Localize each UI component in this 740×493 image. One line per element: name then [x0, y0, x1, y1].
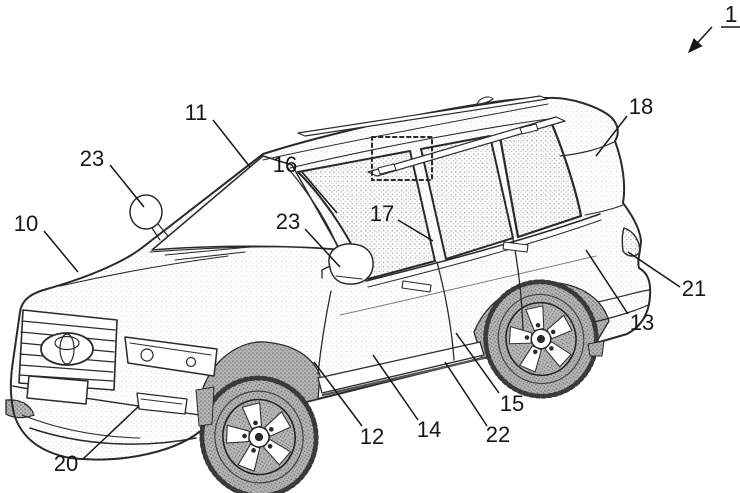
ref-label-10: 10	[14, 211, 38, 236]
headlight	[124, 336, 218, 377]
roofline-inner	[262, 103, 549, 161]
ref-label-20: 20	[54, 451, 78, 476]
ref-label-15: 15	[500, 391, 524, 416]
leader-line-18	[595, 115, 628, 157]
ref-label-13: 13	[630, 310, 654, 335]
running-board	[317, 341, 485, 394]
ref-label-21: 21	[682, 276, 706, 301]
spoiler-underside	[559, 141, 615, 157]
leader-line-12	[313, 361, 363, 427]
quarter-window	[498, 122, 583, 239]
rear-door-window	[420, 135, 514, 260]
figure-number: 1	[725, 1, 738, 27]
fog-lamp	[136, 392, 188, 415]
leader-line-10	[43, 230, 79, 273]
rear-end	[559, 141, 651, 323]
roof-drip-line	[289, 117, 557, 169]
door-handle-front	[401, 280, 432, 293]
ref-label-14: 14	[417, 417, 441, 442]
a-pillar	[287, 167, 339, 249]
roof-rail-foot-rear	[519, 123, 539, 135]
dashed-highlight-box	[371, 136, 433, 181]
roof-rail-foot-front	[377, 163, 397, 175]
taillight	[621, 227, 641, 257]
side-mirror-near	[321, 243, 374, 285]
ref-label-23: 23	[276, 209, 300, 234]
leader-line-15	[455, 332, 500, 394]
leader-line-16	[301, 171, 338, 214]
leader-line-23	[304, 228, 341, 268]
ref-label-12: 12	[360, 424, 384, 449]
leader-line-13	[585, 249, 629, 315]
ref-label-18: 18	[629, 94, 653, 119]
leader-line-20	[82, 405, 140, 460]
front-bumper	[12, 375, 207, 445]
beltline-molding-lower	[367, 219, 602, 288]
beltline-molding	[365, 213, 601, 282]
license-plate	[26, 375, 89, 405]
ref-label-16: 16	[273, 152, 297, 177]
side-mirror-far	[129, 194, 169, 241]
ref-label-11: 11	[185, 100, 208, 125]
leader-line-22	[444, 361, 488, 427]
ref-label-23: 23	[80, 146, 104, 171]
front-grille	[18, 309, 118, 391]
hood-lines	[59, 246, 337, 287]
leader-line-21	[627, 251, 681, 288]
shark-fin-antenna	[476, 96, 494, 105]
ref-label-17: 17	[370, 201, 394, 226]
side-character-line	[339, 255, 597, 316]
ref-label-22: 22	[486, 422, 510, 447]
roof-rail-far	[297, 95, 548, 137]
figure-pointer-arrow-icon	[687, 26, 713, 54]
leader-line-23	[109, 164, 145, 208]
fender-door-seam	[317, 290, 332, 375]
leader-line-11	[212, 119, 251, 168]
roof-rail-near	[367, 116, 566, 177]
underbody-shadow	[321, 356, 486, 397]
annotation-layer: 10 23 11 16 23 17 18 21 13 15 22 14 12 20 1	[14, 1, 740, 476]
leader-line-14	[372, 354, 419, 421]
front-mud-guard	[195, 386, 215, 427]
rear-mud-flap	[587, 340, 605, 357]
front-door-rear-edge	[436, 261, 455, 361]
door-handle-rear	[502, 241, 529, 253]
front-door-window	[297, 150, 436, 280]
leader-line-17	[397, 219, 434, 242]
